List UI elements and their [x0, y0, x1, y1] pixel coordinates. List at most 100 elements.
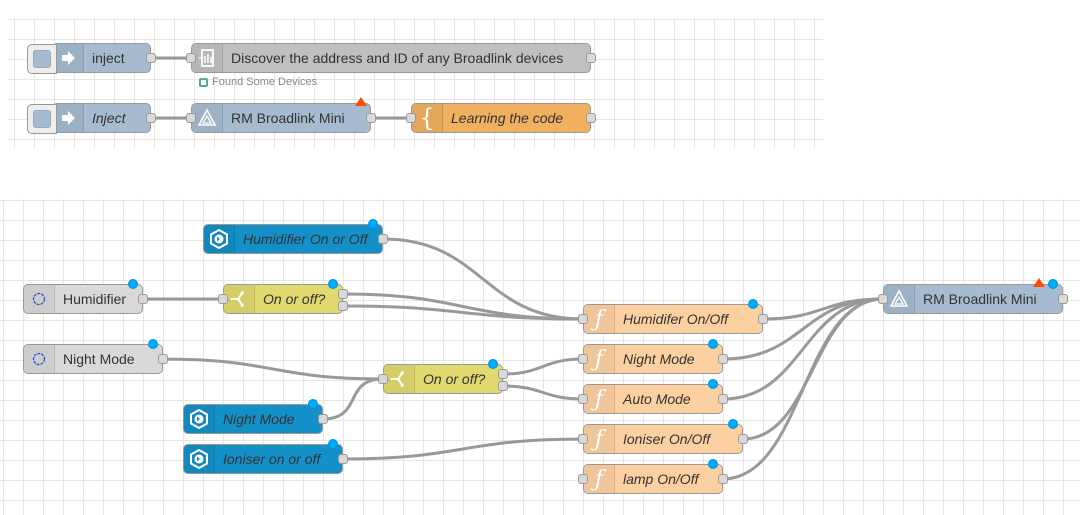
- node-label: Humidifier: [63, 291, 127, 307]
- output-port-2[interactable]: [498, 381, 508, 391]
- output-port-1[interactable]: [338, 289, 348, 299]
- broadlink-discover-node[interactable]: Discover the address and ID of any Broad…: [186, 43, 596, 73]
- function-node[interactable]: ƒ Night Mode: [578, 339, 728, 374]
- output-port[interactable]: [146, 113, 156, 123]
- status-ring-icon: [199, 77, 208, 87]
- broadlink-node[interactable]: RM Broadlink Mini: [186, 97, 376, 133]
- inject-node[interactable]: Inject: [27, 103, 156, 134]
- switch-node[interactable]: On or off?: [378, 359, 508, 394]
- switch-branch-icon: [384, 365, 415, 393]
- node-label: Night Mode: [623, 351, 695, 367]
- node-label: RM Broadlink Mini: [923, 291, 1037, 307]
- input-port[interactable]: [578, 314, 588, 324]
- output-port[interactable]: [738, 434, 748, 444]
- output-port[interactable]: [146, 53, 156, 63]
- output-port[interactable]: [718, 394, 728, 404]
- curly-brace-icon: {: [412, 104, 443, 132]
- output-port[interactable]: [338, 454, 348, 464]
- output-port[interactable]: [586, 113, 596, 123]
- template-node[interactable]: { Learning the code: [406, 103, 596, 133]
- inject-trigger-button[interactable]: [27, 44, 57, 74]
- input-port[interactable]: [578, 434, 588, 444]
- input-port[interactable]: [218, 294, 228, 304]
- node-label: On or off?: [263, 291, 326, 307]
- output-port[interactable]: [758, 314, 768, 324]
- switch-node[interactable]: On or off?: [218, 279, 348, 314]
- ha-state-node[interactable]: Night Mode: [23, 339, 168, 374]
- arrow-right-icon: [53, 104, 84, 132]
- node-label: inject: [92, 50, 125, 66]
- input-port[interactable]: [878, 294, 888, 304]
- node-label: lamp On/Off: [623, 471, 699, 487]
- status-text: Found Some Devices: [212, 76, 318, 88]
- hexagon-arrow-icon: [184, 445, 215, 473]
- status-dot: [708, 459, 718, 469]
- status-dot: [748, 299, 758, 309]
- output-port[interactable]: [1058, 294, 1068, 304]
- status-dot: [488, 359, 498, 369]
- ha-trigger-node[interactable]: Night Mode: [183, 399, 328, 434]
- status-dot: [708, 379, 718, 389]
- input-port[interactable]: [578, 474, 588, 484]
- hexagon-arrow-icon: [184, 405, 215, 433]
- ha-trigger-node[interactable]: Humidifier On or Off: [203, 219, 388, 254]
- hexagon-arrow-icon: [204, 225, 235, 253]
- node-label: Ioniser on or off: [223, 451, 321, 467]
- broadlink-node[interactable]: RM Broadlink Mini: [878, 278, 1068, 314]
- function-icon: ƒ: [584, 425, 615, 453]
- circle-state-icon: [24, 345, 55, 373]
- status-dot: [148, 339, 158, 349]
- node-label: Night Mode: [63, 351, 135, 367]
- node-status: Found Some Devices: [199, 76, 317, 88]
- node-label: Humidifier On or Off: [243, 231, 368, 247]
- function-node[interactable]: ƒ Ioniser On/Off: [578, 419, 748, 454]
- input-port[interactable]: [578, 354, 588, 364]
- status-dot: [708, 339, 718, 349]
- output-port[interactable]: [158, 354, 168, 364]
- output-port[interactable]: [318, 414, 328, 424]
- switch-branch-icon: [224, 285, 255, 313]
- node-label: Humidifer On/Off: [623, 311, 729, 327]
- warning-icon: [1033, 278, 1045, 287]
- input-port[interactable]: [378, 374, 388, 384]
- status-dot: [1048, 279, 1058, 289]
- arrow-right-icon: [53, 44, 84, 72]
- status-dot: [728, 419, 738, 429]
- circle-state-icon: [24, 285, 55, 313]
- output-port[interactable]: [718, 474, 728, 484]
- node-label: Auto Mode: [623, 391, 691, 407]
- node-label: Learning the code: [451, 110, 564, 126]
- output-port-2[interactable]: [338, 301, 348, 311]
- input-port[interactable]: [186, 53, 196, 63]
- output-port[interactable]: [366, 113, 376, 123]
- inject-trigger-button[interactable]: [27, 104, 57, 134]
- broadlink-logo-icon: [884, 285, 915, 313]
- input-port[interactable]: [186, 113, 196, 123]
- device-scan-icon: [192, 44, 223, 72]
- function-node[interactable]: ƒ lamp On/Off: [578, 459, 728, 494]
- output-port[interactable]: [378, 234, 388, 244]
- input-port[interactable]: [406, 113, 416, 123]
- status-dot: [308, 399, 318, 409]
- output-port-1[interactable]: [498, 369, 508, 379]
- node-label: RM Broadlink Mini: [231, 110, 345, 126]
- status-dot: [128, 279, 138, 289]
- function-icon: ƒ: [584, 385, 615, 413]
- output-port[interactable]: [586, 53, 596, 63]
- function-icon: ƒ: [584, 465, 615, 493]
- node-label: Night Mode: [223, 411, 295, 427]
- ha-trigger-node[interactable]: Ioniser on or off: [183, 439, 348, 474]
- node-label: Ioniser On/Off: [623, 431, 711, 447]
- node-label: On or off?: [423, 371, 486, 387]
- function-node[interactable]: ƒ Humidifer On/Off: [578, 299, 768, 334]
- function-icon: ƒ: [584, 305, 615, 333]
- inject-node[interactable]: inject: [27, 43, 156, 74]
- status-dot: [328, 439, 338, 449]
- broadlink-logo-icon: [192, 104, 223, 132]
- input-port[interactable]: [578, 394, 588, 404]
- output-port[interactable]: [718, 354, 728, 364]
- function-icon: ƒ: [584, 345, 615, 373]
- output-port[interactable]: [138, 294, 148, 304]
- function-node[interactable]: ƒ Auto Mode: [578, 379, 728, 414]
- ha-state-node[interactable]: Humidifier: [23, 279, 148, 314]
